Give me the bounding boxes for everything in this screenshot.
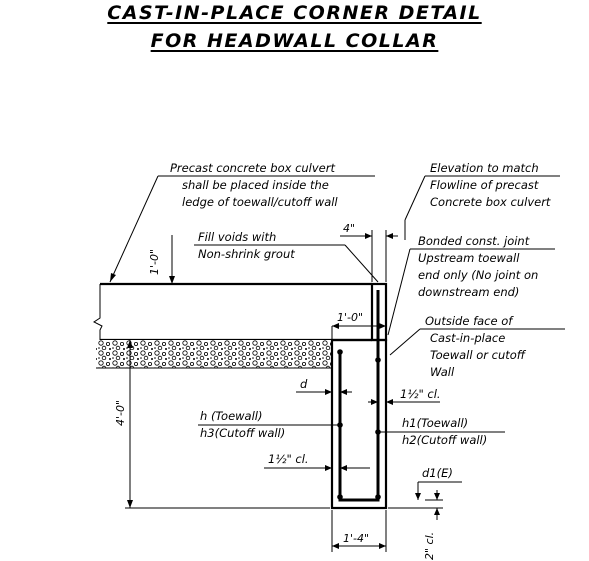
title-line-1: CAST-IN-PLACE CORNER DETAIL	[107, 2, 482, 24]
note-elevation-line-3: Concrete box culvert	[430, 195, 551, 209]
dim-height: 4'-0"	[114, 340, 330, 509]
dim-top-slab: 1'-0"	[148, 235, 175, 284]
label-h: h (Toewall) h3(Cutoff wall)	[198, 409, 340, 440]
note-fill-line-2: Non-shrink grout	[198, 247, 295, 261]
note-elevation: Elevation to match Flowline of precast C…	[404, 161, 560, 240]
dim-gap: 4"	[340, 222, 398, 282]
note-elevation-line-2: Flowline of precast	[430, 178, 539, 192]
dim-width-label: 1'-4"	[343, 532, 369, 545]
dim-bottom-clear: 2" cl.	[388, 490, 443, 560]
note-bonded-line-2: Upstream toewall	[418, 251, 520, 265]
dim-top-slab-label: 1'-0"	[148, 249, 161, 275]
dim-bottom-clear-label: 2" cl.	[423, 532, 436, 560]
dim-ledge-label: 1'-0"	[337, 311, 363, 324]
note-precast-box: Precast concrete box culvert shall be pl…	[109, 161, 375, 283]
label-d1-text: d1(E)	[422, 466, 453, 480]
dim-width: 1'-4"	[331, 510, 387, 552]
label-h2-cutoff: h2(Cutoff wall)	[402, 433, 487, 447]
note-outside-line-2: Cast-in-place	[430, 331, 505, 345]
note-bonded-line-1: Bonded const. joint	[418, 234, 530, 248]
note-bonded-line-4: downstream end)	[418, 285, 519, 299]
note-outside-line-1: Outside face of	[425, 314, 514, 328]
note-outside-face: Outside face of Cast-in-place Toewall or…	[389, 314, 565, 379]
label-clear-right: 1½" cl.	[368, 387, 441, 405]
label-d-text: d	[300, 377, 308, 391]
label-d: d	[296, 377, 352, 395]
label-clear-left-text: 1½" cl.	[268, 452, 309, 466]
label-d1: d1(E)	[415, 466, 462, 500]
note-elevation-line-1: Elevation to match	[430, 161, 539, 175]
dim-height-label: 4'-0"	[114, 400, 127, 426]
label-h3-cutoff: h3(Cutoff wall)	[200, 426, 285, 440]
note-precast-line-2: shall be placed inside the	[182, 178, 329, 192]
label-clear-left: 1½" cl.	[264, 452, 370, 471]
precast-box-culvert	[93, 282, 372, 342]
label-clear-right-text: 1½" cl.	[400, 387, 441, 401]
note-precast-line-3: ledge of toewall/cutoff wall	[182, 195, 338, 209]
note-bonded-joint: Bonded const. joint Upstream toewall end…	[387, 234, 555, 336]
label-h-toewall: h (Toewall)	[200, 409, 262, 423]
label-h1: h1(Toewall) h2(Cutoff wall)	[378, 416, 505, 447]
dim-ledge: 1'-0"	[331, 311, 386, 340]
gravel-bedding	[96, 340, 332, 368]
dim-gap-label: 4"	[343, 222, 355, 235]
note-bonded-line-3: end only (No joint on	[418, 268, 538, 282]
note-fill-line-1: Fill voids with	[198, 230, 276, 244]
note-precast-line-1: Precast concrete box culvert	[170, 161, 335, 175]
note-outside-line-4: Wall	[430, 365, 455, 379]
label-h1-toewall: h1(Toewall)	[402, 416, 468, 430]
note-fill-voids: Fill voids with Non-shrink grout	[194, 230, 379, 283]
note-outside-line-3: Toewall or cutoff	[430, 348, 527, 362]
title-line-2: FOR HEADWALL COLLAR	[150, 30, 439, 52]
